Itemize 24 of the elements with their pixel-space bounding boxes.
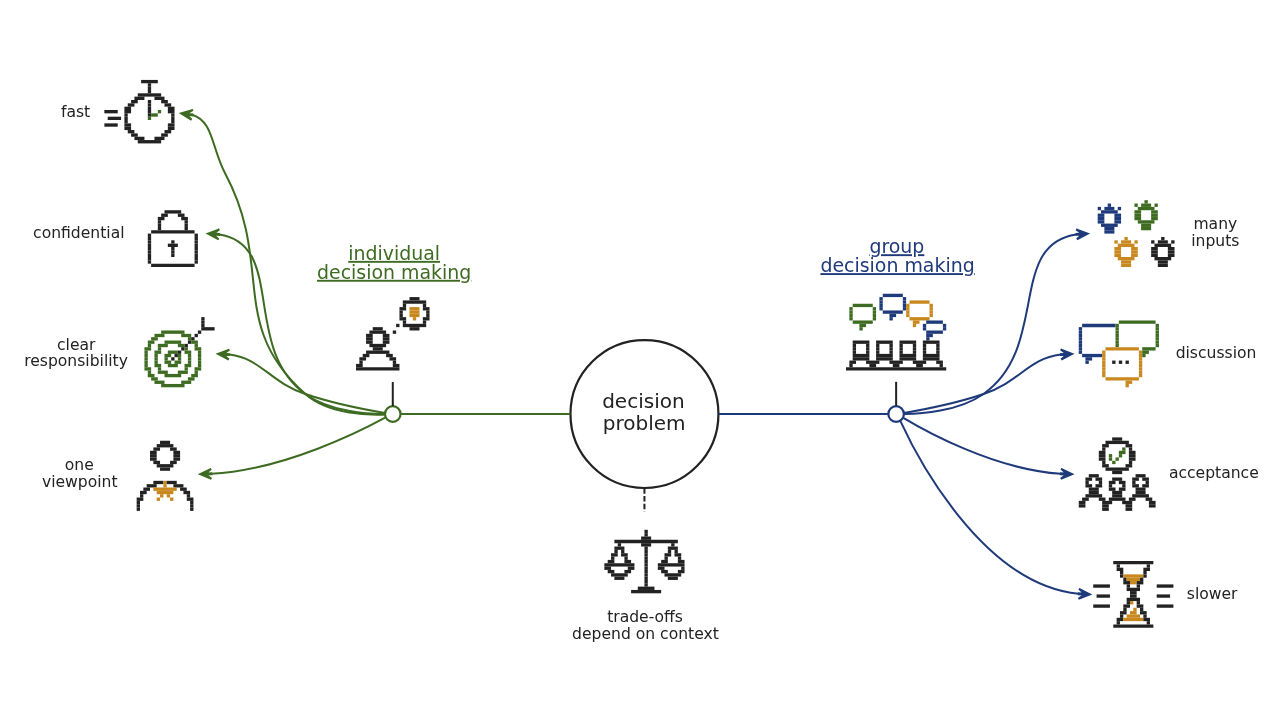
node-label: clear responsibility [24,335,128,371]
node-label: confidential [33,223,125,242]
arrow [216,348,386,414]
node-label: slower [1186,584,1238,603]
arrow [180,108,386,416]
connector [717,413,890,415]
arrow [199,416,387,480]
node-label: one viewpoint [42,455,118,491]
connector [391,381,394,408]
node-circle [887,405,906,423]
arrow [899,419,1091,600]
arrow [206,228,386,416]
node-label: trade-offs depend on context [572,608,719,644]
node-label: fast [60,103,91,122]
node-label: acceptance [1168,464,1259,483]
node-circle: decision problem [569,338,720,490]
connector [400,413,572,415]
node-label: many inputs [1191,215,1240,251]
arrow [902,416,1074,480]
node-label: group decision making [820,235,975,277]
connector [895,380,898,407]
node-label: individual decision making [317,241,472,283]
node-circle [383,405,402,423]
node-label: discussion [1175,344,1257,362]
